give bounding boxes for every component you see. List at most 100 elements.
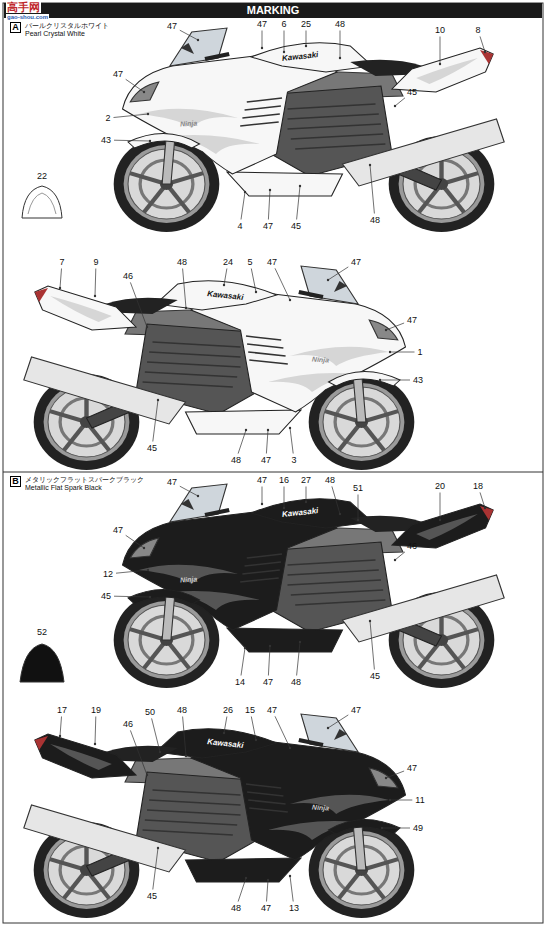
leader-dot — [255, 739, 257, 741]
callout-number: 47 — [266, 258, 278, 267]
callout-number: 52 — [36, 628, 48, 637]
leader-line — [440, 37, 441, 65]
callout-number: 47 — [260, 904, 272, 913]
leader-dot — [197, 495, 199, 497]
callout-number: 3 — [290, 456, 297, 465]
leader-line — [290, 876, 293, 902]
decal-text: Ninja — [180, 119, 198, 127]
leader-dot — [283, 507, 285, 509]
node-text: MARKING — [247, 5, 300, 16]
leader-line — [268, 646, 270, 676]
callout-number: 12 — [102, 570, 114, 579]
leader-dot — [389, 799, 391, 801]
leader-dot — [143, 91, 145, 93]
leader-line — [266, 430, 268, 454]
leader-line — [284, 487, 285, 509]
callout-number: 51 — [352, 484, 364, 493]
leader-line — [180, 486, 198, 496]
leader-line — [370, 621, 374, 670]
color-name: メタリックフラットスパークブラック — [25, 476, 144, 483]
watermark: 高手网 — [6, 2, 41, 13]
decal-text: Ninja — [180, 575, 198, 583]
callout-number: 24 — [222, 258, 234, 267]
leader-line — [395, 98, 405, 106]
leader-dot — [157, 847, 159, 849]
leader-line — [332, 486, 340, 514]
leader-line — [386, 323, 404, 330]
leader-line — [328, 715, 348, 728]
callout-number: 50 — [144, 708, 156, 717]
callout-number: 18 — [472, 482, 484, 491]
leader-line — [268, 190, 270, 220]
callout-number: 47 — [262, 678, 274, 687]
decal-text: Ninja — [312, 803, 330, 811]
leader-dot — [269, 189, 271, 191]
callout-number: 48 — [176, 706, 188, 715]
leader-line — [390, 352, 415, 353]
color-name: パールクリスタルホワイト — [25, 22, 109, 29]
leader-line — [114, 596, 150, 598]
leader-dot — [245, 877, 247, 879]
callout-number: 25 — [300, 20, 312, 29]
leader-dot — [261, 503, 263, 505]
leader-line — [152, 718, 160, 752]
callout-number: 45 — [100, 592, 112, 601]
motorcycle-left — [114, 28, 505, 232]
callout-number: 27 — [300, 476, 312, 485]
callout-number: 48 — [230, 904, 242, 913]
callout-number: 48 — [176, 258, 188, 267]
leader-dot — [267, 429, 269, 431]
leader-dot — [289, 299, 291, 301]
leader-dot — [439, 63, 441, 65]
leader-dot — [389, 351, 391, 353]
leader-line — [116, 570, 148, 573]
leader-line — [238, 878, 246, 902]
motorcycle-right — [24, 266, 415, 470]
node-text: A — [12, 23, 19, 32]
seat-cowl-part — [22, 186, 62, 218]
leader-line — [95, 717, 97, 745]
callout-number: 45 — [146, 444, 158, 453]
leader-dot — [255, 291, 257, 293]
color-name: Metallic Flat Spark Black — [25, 484, 102, 491]
leader-line — [130, 730, 147, 775]
leader-line — [480, 36, 485, 52]
callout-number: 47 — [406, 316, 418, 325]
callout-number: 43 — [412, 376, 424, 385]
leader-line — [251, 269, 256, 293]
callout-number: 5 — [246, 258, 253, 267]
leader-line — [60, 269, 62, 289]
callout-number: 46 — [122, 272, 134, 281]
callout-number: 47 — [350, 706, 362, 715]
callout-number: 47 — [262, 222, 274, 231]
leader-dot — [261, 47, 263, 49]
decal-text: Ninja — [312, 355, 330, 363]
leader-dot — [185, 307, 187, 309]
leader-dot — [223, 284, 225, 286]
leader-dot — [439, 519, 441, 521]
callout-number: 45 — [406, 88, 418, 97]
callout-number: 48 — [334, 20, 346, 29]
callout-number: 22 — [36, 172, 48, 181]
leader-dot — [267, 879, 269, 881]
leader-line — [60, 717, 62, 737]
leader-dot — [283, 51, 285, 53]
color-name: Pearl Crystal White — [25, 30, 85, 37]
leader-dot — [357, 519, 359, 521]
leader-line — [241, 192, 245, 220]
leader-line — [395, 552, 405, 560]
leader-dot — [143, 547, 145, 549]
callout-number: 47 — [260, 456, 272, 465]
callout-number: 26 — [222, 706, 234, 715]
callout-number: 15 — [244, 706, 256, 715]
leader-dot — [59, 735, 61, 737]
leader-dot — [339, 57, 341, 59]
callout-number: 47 — [256, 476, 268, 485]
leader-line — [358, 495, 359, 521]
callout-number: 47 — [266, 706, 278, 715]
leader-dot — [223, 732, 225, 734]
leader-dot — [146, 326, 148, 328]
section-badge: A — [10, 22, 21, 33]
leader-dot — [244, 647, 246, 649]
leader-dot — [94, 295, 96, 297]
